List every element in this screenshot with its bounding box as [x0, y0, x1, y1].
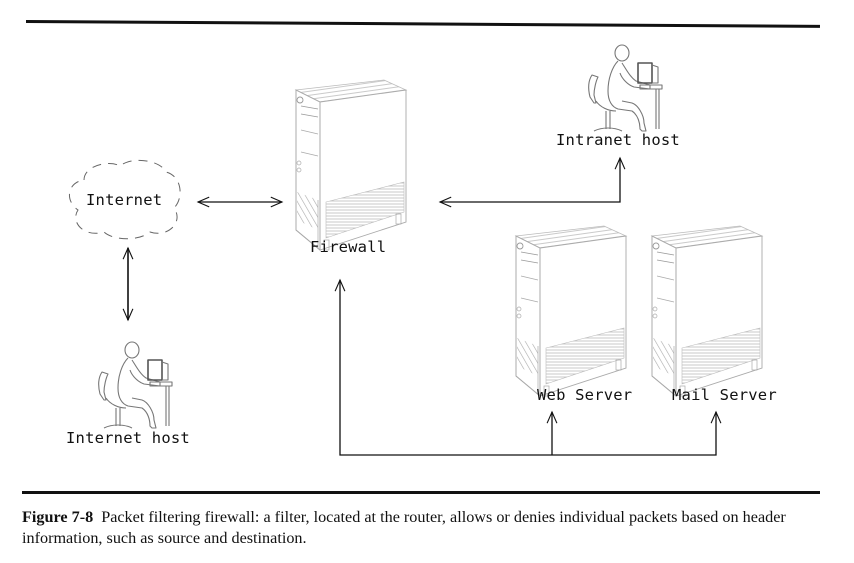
bottom-rule [22, 491, 820, 494]
person-at-computer-icon [587, 44, 663, 132]
internet-node: Internet [69, 159, 181, 240]
server-tower-icon [651, 225, 763, 397]
firewall-node: Firewall [295, 79, 407, 256]
internet-host-node: Internet host [66, 341, 190, 447]
web-server-label: Web Server [537, 386, 632, 404]
web-server-node: Web Server [515, 225, 632, 404]
intranet-firewall-arrow [438, 156, 626, 208]
firewall-bus-arrow [334, 278, 722, 456]
cloud-icon [69, 159, 181, 240]
server-tower-icon [515, 225, 627, 397]
intranet-host-label: Intranet host [556, 131, 680, 149]
internet-host-label: Internet host [66, 429, 190, 447]
firewall-label: Firewall [310, 238, 386, 256]
server-tower-icon [295, 79, 407, 251]
figure-number: Figure 7-8 [22, 508, 94, 526]
mail-server-label: Mail Server [672, 386, 777, 404]
person-at-computer-icon [97, 341, 173, 429]
intranet-host-node: Intranet host [556, 44, 680, 149]
figure-caption-text: Packet filtering firewall: a filter, loc… [22, 508, 786, 547]
mail-server-node: Mail Server [651, 225, 777, 404]
internet-label: Internet [86, 191, 162, 209]
